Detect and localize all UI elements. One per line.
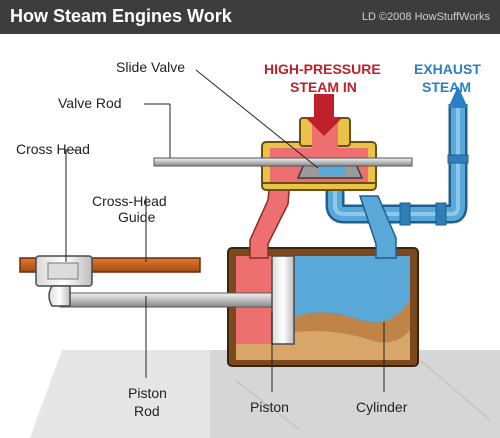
label-cylinder: Cylinder bbox=[356, 399, 408, 415]
steam-engine-illustration: Slide Valve Valve Rod Cross Head Cross-H… bbox=[16, 59, 500, 438]
steam-passage-left bbox=[249, 179, 291, 259]
header-bar: How Steam Engines Work LD ©2008 HowStuff… bbox=[0, 0, 500, 34]
label-high-pressure-line1: HIGH-PRESSURE bbox=[264, 61, 381, 77]
label-cross-head: Cross Head bbox=[16, 141, 90, 157]
cylinder-exhaust-chamber bbox=[292, 256, 410, 323]
credit-line: LD ©2008 HowStuffWorks bbox=[361, 11, 490, 23]
label-cross-head-guide-line1: Cross-Head bbox=[92, 193, 167, 209]
label-piston-rod-line2: Rod bbox=[134, 403, 160, 419]
label-exhaust-line1: EXHAUST bbox=[414, 61, 481, 77]
label-valve-rod: Valve Rod bbox=[58, 95, 122, 111]
label-cross-head-guide-line2: Guide bbox=[118, 209, 156, 225]
cross-head bbox=[35, 255, 93, 307]
valve-rod bbox=[153, 157, 413, 167]
label-exhaust-line2: STEAM bbox=[422, 79, 471, 95]
piston-rod bbox=[59, 292, 273, 308]
steam-in-arrow-icon bbox=[306, 94, 342, 136]
leader-lines bbox=[65, 69, 385, 392]
exhaust-arrow-icon bbox=[448, 86, 468, 108]
label-piston-rod-line1: Piston bbox=[128, 385, 167, 401]
label-high-pressure-line2: STEAM IN bbox=[290, 79, 357, 95]
label-slide-valve: Slide Valve bbox=[116, 59, 185, 75]
label-piston: Piston bbox=[250, 399, 289, 415]
page-title: How Steam Engines Work bbox=[10, 6, 232, 26]
steam-passage-right bbox=[358, 195, 397, 259]
piston bbox=[271, 255, 295, 345]
exhaust-pipe bbox=[325, 104, 469, 226]
floor-plane bbox=[30, 350, 500, 438]
